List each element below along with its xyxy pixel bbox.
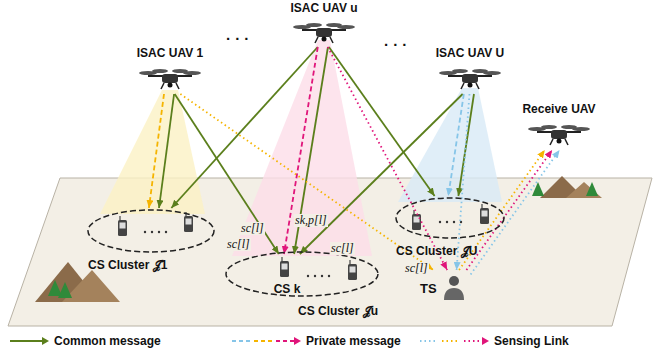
uav-icon: [439, 69, 501, 89]
uav-icon: [139, 69, 201, 89]
sensing-link: [180, 94, 433, 270]
cluster-outline: [394, 196, 506, 240]
common-message-link: [294, 47, 328, 254]
node-label: CS Cluster 𝒥u: [298, 304, 378, 318]
user-node: CS k: [268, 254, 306, 296]
common-message-link: [458, 94, 474, 196]
ellipsis: · · ·: [384, 36, 407, 53]
node-label: CS Cluster 𝒥1: [88, 258, 167, 272]
node-label: CS k: [274, 282, 301, 296]
private-message-link: [149, 94, 164, 208]
ellipsis: · · ·: [226, 30, 249, 47]
cluster-outline: [86, 208, 216, 254]
node-label: Receive UAV: [522, 102, 595, 116]
node-label: ISAC UAV u: [290, 1, 357, 15]
common-message-link: [300, 94, 463, 254]
cluster-ellipse: CS Cluster 𝒥U: [394, 196, 506, 258]
common-message-link: [175, 94, 279, 254]
phone-icon: [348, 260, 357, 280]
signal-label: sc[l]: [404, 262, 429, 275]
node-label: CS Cluster 𝒥U: [396, 244, 477, 258]
node-label: ISAC UAV 1: [137, 46, 203, 60]
signal-label: sk,p[l]: [294, 214, 328, 227]
private-message-link: [448, 94, 464, 196]
signal-label: sc[l]: [226, 238, 251, 251]
phone-icon: [280, 257, 289, 277]
phone-icon: [480, 204, 489, 224]
person-icon: [444, 276, 464, 300]
node-label: TS: [420, 282, 437, 296]
legend-text: Sensing Link: [494, 334, 569, 348]
legend-text: Private message: [306, 334, 401, 348]
uav-node: ISAC UAV u: [282, 1, 366, 47]
uav-node: ISAC UAV U: [428, 46, 512, 94]
phone-icon: [118, 216, 127, 236]
node-label: ISAC UAV U: [436, 46, 504, 60]
phone-icon: [412, 210, 421, 230]
cluster-ellipse: CS Cluster 𝒥u CS k: [224, 250, 380, 318]
legend-text: Common message: [54, 334, 161, 348]
sensing-link: [466, 150, 552, 270]
uav-icon: [528, 125, 590, 145]
cluster-ellipse: CS Cluster 𝒥1: [86, 208, 216, 272]
sensing-link: [471, 150, 560, 274]
signal-label: sc[l]: [330, 242, 355, 255]
phone-icon: [184, 212, 193, 232]
cluster-outline: [224, 250, 380, 298]
uav-node: ISAC UAV 1: [128, 46, 212, 94]
receive-uav-node: Receive UAV: [516, 102, 602, 150]
target-node: TS: [420, 270, 471, 314]
uav-icon: [293, 23, 355, 43]
sensing-link: [457, 94, 470, 270]
signal-label: sc[l]: [240, 222, 265, 235]
mountains: [35, 176, 602, 302]
